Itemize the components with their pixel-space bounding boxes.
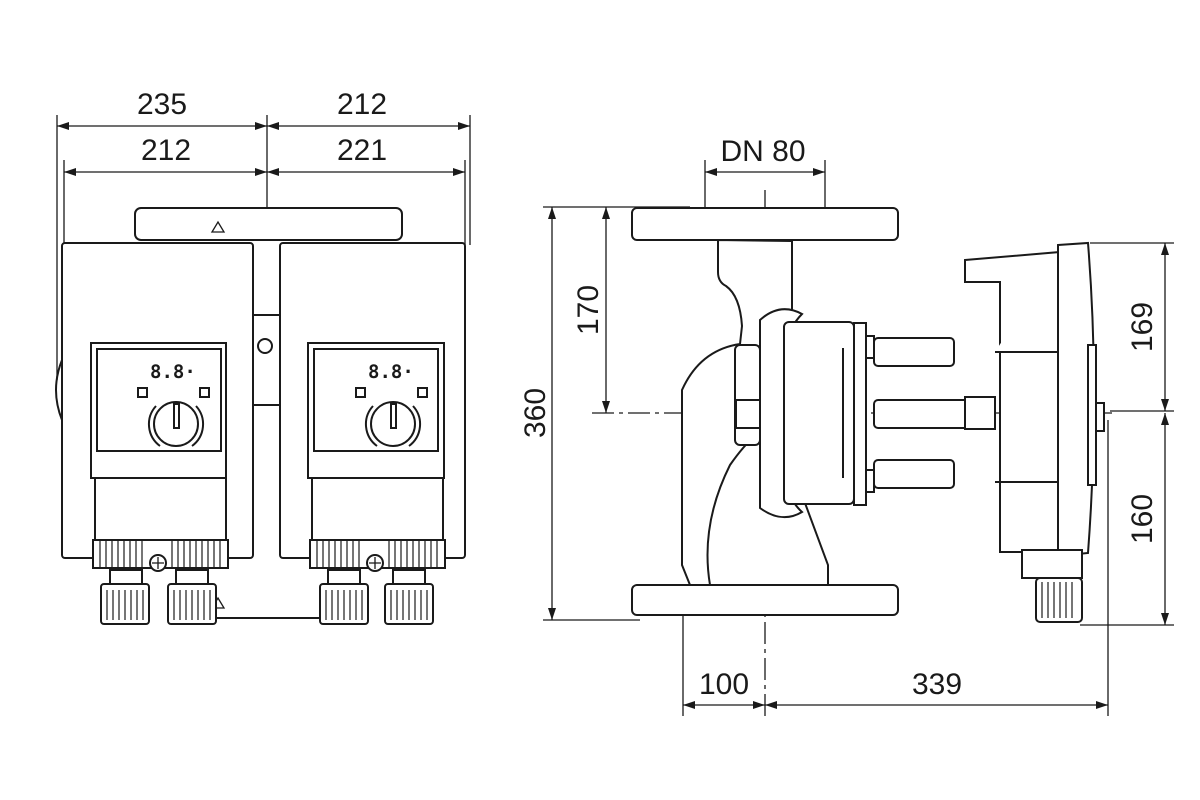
tie-rod [873,459,955,489]
dim-221: 221 [267,134,465,176]
cable-gland [1035,577,1083,623]
dim-label: 212 [337,88,387,121]
mode-icon [355,387,366,398]
top-flange [134,207,403,241]
dim-169: 169 [1126,243,1169,411]
dim-160: 160 [1126,413,1169,625]
control-knob [153,401,199,447]
dim-label: 212 [141,134,191,167]
dim-360: 360 [519,207,556,620]
lower-flange [631,584,899,616]
dim-212-second: 212 [64,134,267,176]
dim-170: 170 [572,207,610,413]
dim-dn80: DN 80 [705,135,825,176]
dim-label: 235 [137,88,187,121]
dim-label: 360 [519,388,552,438]
dim-label: 100 [699,668,749,701]
display-readout: 8.8· [368,361,414,383]
mode-icon [417,387,428,398]
tie-rod [873,337,955,367]
housing-connector [252,314,281,406]
dim-339: 339 [765,668,1108,709]
pump-module-left: 8.8· [61,242,254,625]
dim-label: DN 80 [720,135,805,168]
dim-label: 170 [572,285,605,335]
mode-icon [199,387,210,398]
dim-100: 100 [683,668,765,709]
side-view: DN 80 360 170 169 160 100 339 [519,135,1174,716]
flow-arrow-icon [210,220,226,233]
dim-label: 221 [337,134,387,167]
upper-flange [631,207,899,241]
dim-label: 339 [912,668,962,701]
mode-icon [137,387,148,398]
dim-235: 235 [57,88,267,130]
dim-label: 160 [1126,494,1159,544]
control-knob [370,401,416,447]
display-readout: 8.8· [150,361,196,383]
dim-212-top: 212 [267,88,470,130]
dim-label: 169 [1126,302,1159,352]
front-view: 235 212 212 221 8.8· [55,88,471,625]
pump-module-right: 8.8· [279,242,466,625]
tie-rod [873,399,970,429]
